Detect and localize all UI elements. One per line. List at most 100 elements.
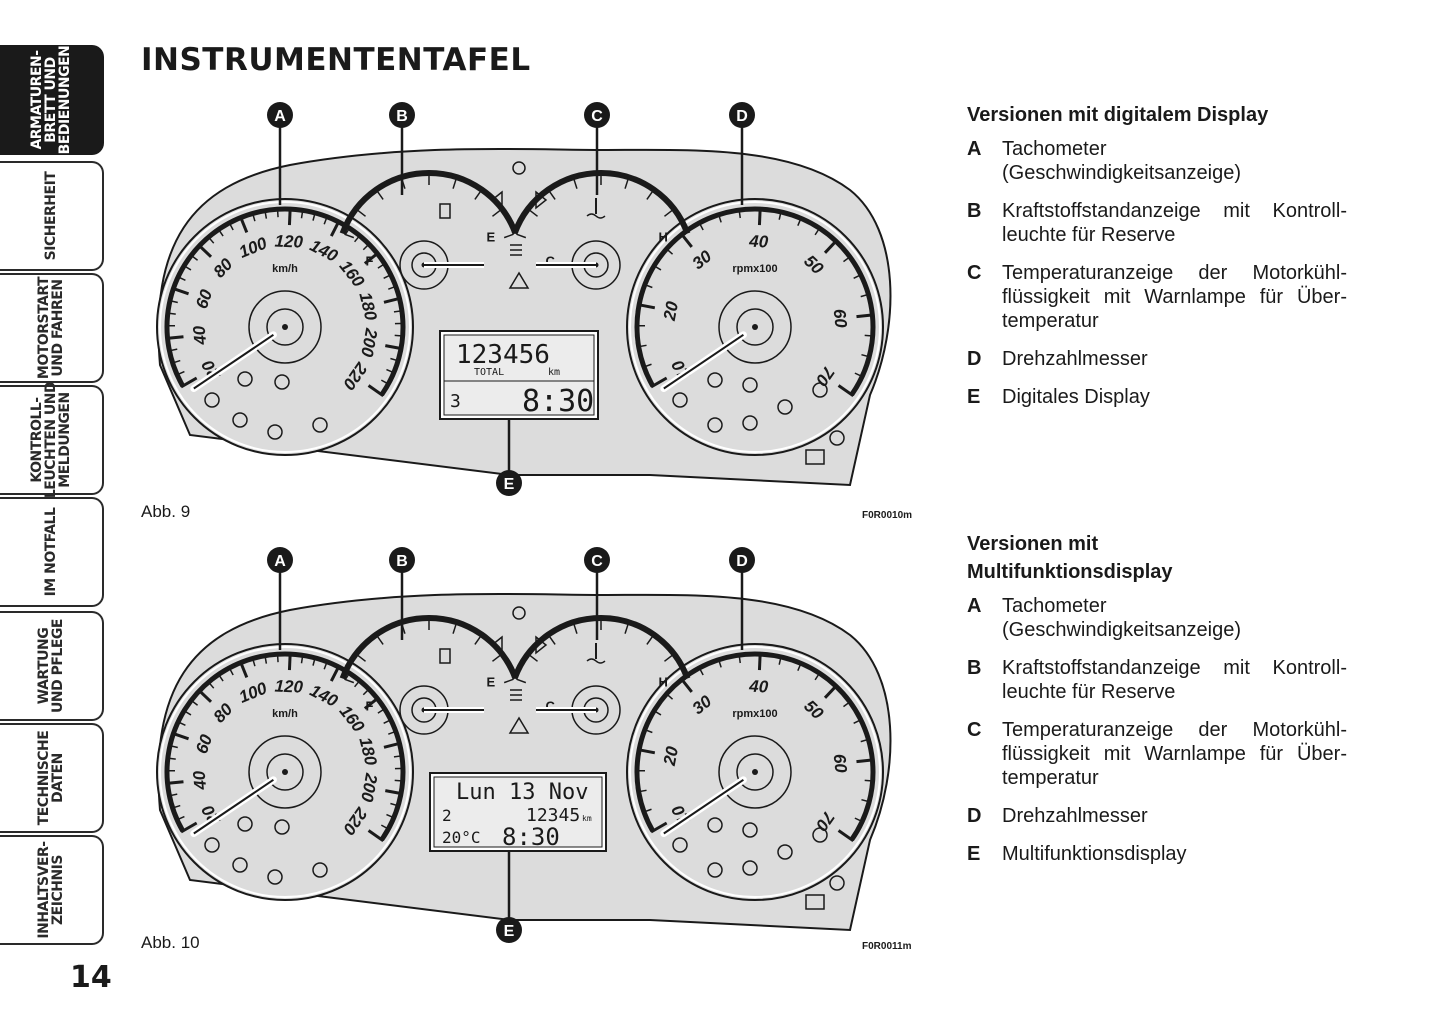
light-sensor-icon	[512, 161, 526, 175]
tab-inhaltsverzeichnis[interactable]: INHALTSVER- ZEICHNIS	[0, 835, 104, 945]
gauge-tick	[573, 623, 578, 634]
legend-text: Tachometer (Geschwindigkeitsanzeige)	[1002, 138, 1242, 184]
dial-minor-tick	[383, 718, 393, 725]
callout-letter: C	[591, 108, 603, 125]
warning-light-icon	[237, 371, 253, 387]
dial-minor-tick	[664, 246, 674, 255]
dial-minor-tick	[664, 691, 674, 700]
warning-light-icon	[829, 875, 845, 891]
display-date: Lun 13 Nov	[456, 780, 588, 805]
low-beam-icon	[510, 689, 522, 701]
dial-rim	[159, 201, 411, 453]
legend-heading: Versionen mit digitalem Display	[967, 104, 1269, 126]
dial-minor-tick	[227, 665, 234, 676]
dial-minor-tick	[344, 226, 352, 236]
tab-armaturenbrett[interactable]: ARMATUREN- BRETT UND BEDIENUNGEN	[0, 45, 104, 155]
dial-minor-tick	[394, 334, 405, 337]
dial-minor-tick	[176, 720, 186, 726]
dial-major-tick	[636, 747, 656, 755]
dial-minor-tick	[636, 344, 647, 348]
dial-needle	[193, 778, 274, 835]
dial-minor-tick	[386, 813, 396, 820]
coolant-wave-icon	[586, 658, 606, 664]
tab-label: INHALTSVER- ZEICHNIS	[36, 841, 66, 939]
dial-minor-tick	[312, 655, 317, 666]
callout-marker	[729, 102, 755, 128]
tab-im-notfall[interactable]: IM NOTFALL	[0, 497, 104, 607]
gauge-tick	[516, 678, 527, 684]
warning-light-icon	[204, 837, 220, 853]
dial-minor-tick	[652, 264, 662, 271]
dial-tick-label: 120	[274, 231, 304, 251]
dial-minor-tick	[853, 273, 863, 280]
dial-major-tick	[650, 821, 668, 834]
dial-minor-tick	[165, 312, 176, 315]
callout-letter: B	[396, 553, 408, 570]
dial-major-tick	[171, 286, 190, 296]
dial-hub-center	[752, 769, 758, 775]
dial-tick-label: 20	[660, 744, 683, 768]
callout-marker	[389, 102, 415, 128]
dial-minor-tick	[263, 653, 268, 664]
figure-caption: Abb. 10	[141, 933, 200, 952]
dial-unit-label: rpmx100	[732, 263, 777, 275]
dial-minor-tick	[717, 212, 722, 223]
legend-text: Digitales Display	[1002, 386, 1150, 408]
warning-light-icon	[232, 412, 248, 428]
tab-motorstart[interactable]: MOTORSTART UND FAHREN	[0, 273, 104, 383]
legend-text: Multifunktionsdisplay	[1002, 843, 1187, 865]
dial-minor-tick	[843, 700, 852, 708]
display-km-label: km	[582, 814, 592, 823]
callout-marker	[267, 102, 293, 128]
dial-minor-tick	[854, 817, 865, 823]
dial-minor-tick	[636, 789, 647, 793]
warning-light-icon	[267, 869, 283, 885]
warning-light-icon	[812, 827, 828, 843]
dial-major-tick	[823, 683, 839, 699]
dial-major-tick	[757, 652, 762, 671]
warning-light-icon	[829, 430, 845, 446]
dial-minor-tick	[717, 657, 722, 668]
gauge-label: C	[546, 698, 556, 713]
display-km-label: km	[548, 367, 560, 378]
dial-minor-tick	[641, 363, 652, 369]
dial-tick-label: 40	[748, 232, 769, 252]
tab-kontrollleuchten[interactable]: KONTROLL- LEUCHTEN UND MELDUNGEN	[0, 382, 104, 498]
tab-label: MOTORSTART UND FAHREN	[36, 276, 66, 380]
tab-wartung[interactable]: WARTUNG UND PFLEGE	[0, 611, 104, 721]
display-screen	[443, 334, 595, 416]
dial-unit-label: km/h	[272, 263, 298, 275]
callout-marker	[267, 547, 293, 573]
dial-major-tick	[238, 660, 249, 678]
legend-key: D	[967, 805, 982, 827]
dial-minor-tick	[174, 815, 185, 822]
dial-minor-tick	[814, 671, 822, 681]
dial-minor-tick	[697, 220, 704, 231]
dial-rim	[159, 646, 411, 898]
display-total-label: TOTAL	[474, 367, 504, 378]
dial-minor-tick	[300, 208, 304, 219]
warning-light-icon	[312, 417, 328, 433]
dial-minor-tick	[797, 216, 803, 226]
dial-rim	[629, 646, 881, 898]
gauge-tick	[376, 635, 384, 645]
dial-minor-tick	[167, 793, 178, 797]
warning-light-icon	[204, 392, 220, 408]
dial-minor-tick	[697, 665, 704, 676]
dial-minor-tick	[778, 209, 783, 220]
dial-minor-tick	[642, 283, 653, 289]
dial-minor-tick	[380, 824, 391, 831]
tab-technische-daten[interactable]: TECHNISCHE DATEN	[0, 723, 104, 833]
dial-minor-tick	[738, 207, 741, 219]
callout-marker	[729, 547, 755, 573]
tab-sicherheit[interactable]: SICHERHEIT	[0, 161, 104, 271]
dial-minor-tick	[354, 678, 362, 688]
legend-text: Tachometer (Geschwindigkeitsanzeige)	[1002, 595, 1242, 641]
dial-minor-tick	[344, 671, 352, 681]
legend-key: C	[967, 262, 982, 284]
